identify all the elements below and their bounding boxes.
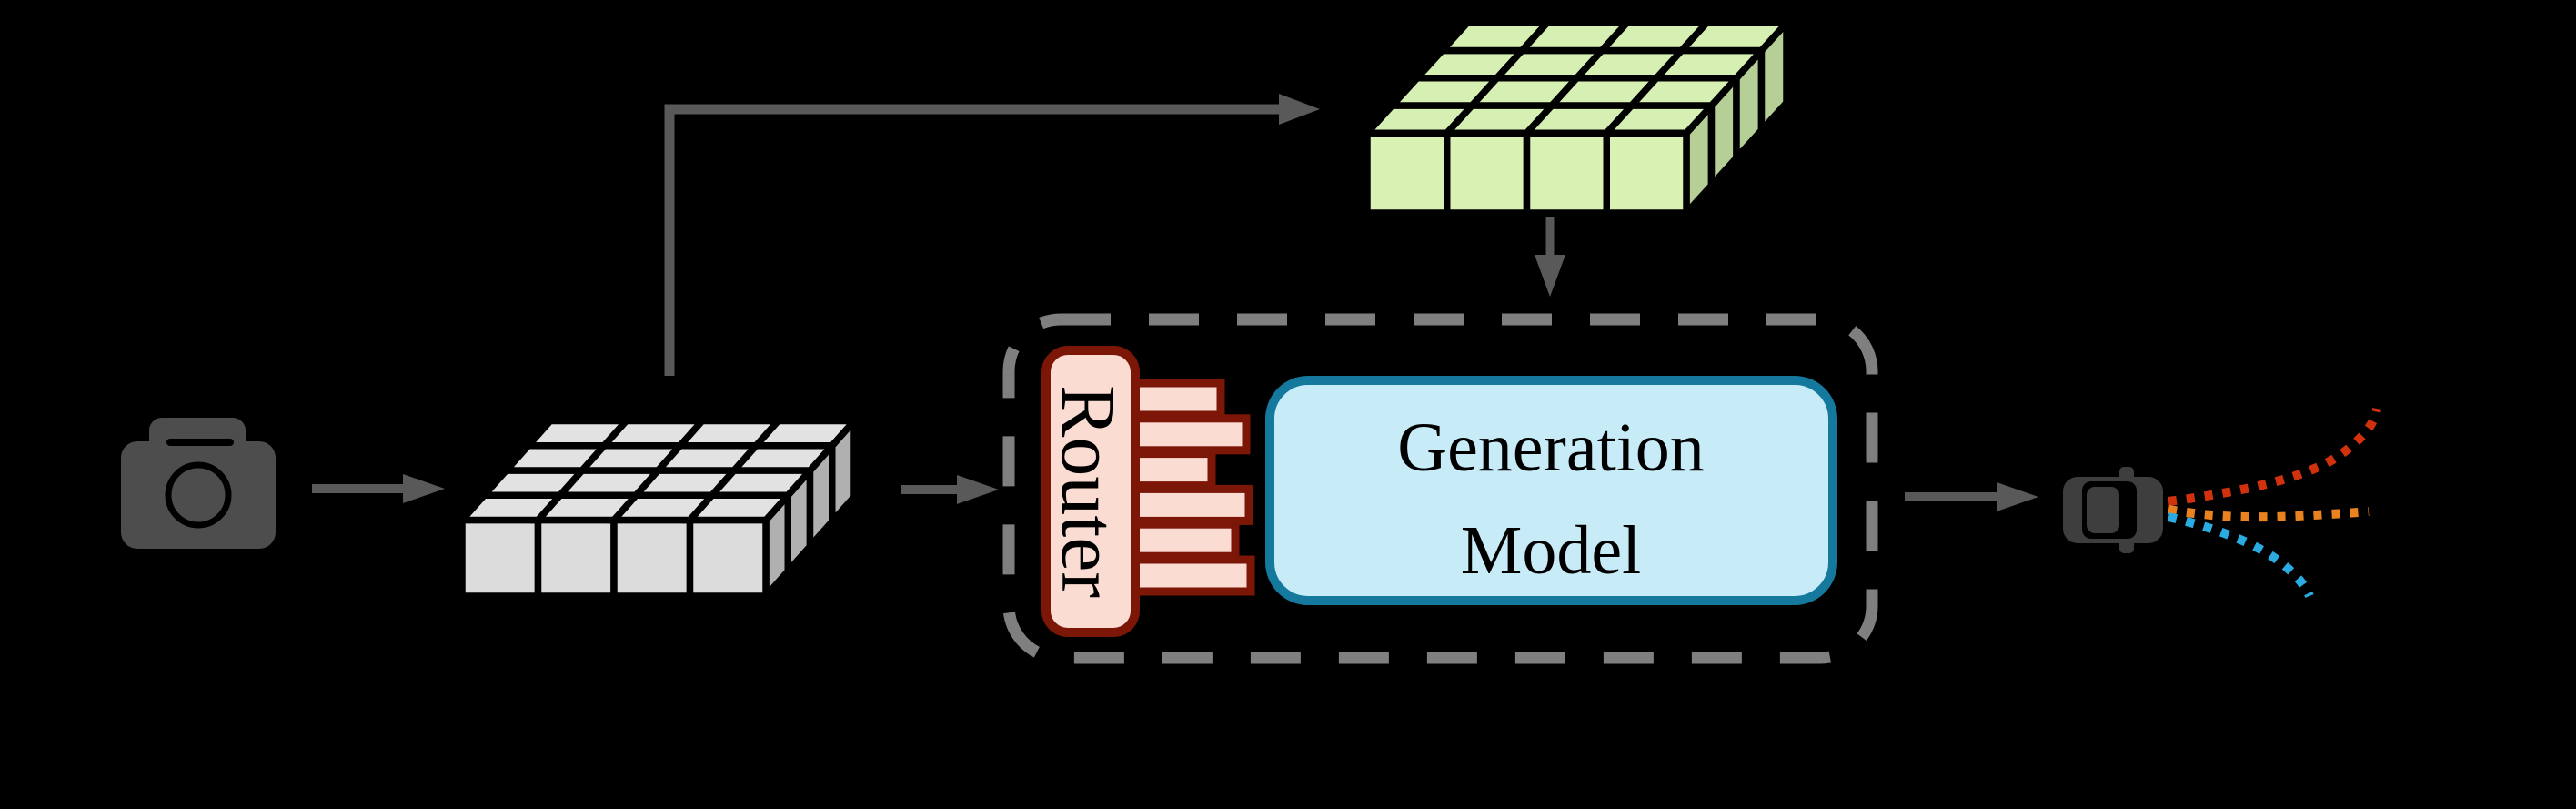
token-cube-face [534, 516, 618, 600]
token-cube-face [1603, 129, 1690, 217]
generation-model-label-line1: Generation [1397, 410, 1705, 486]
arrow-box-to-car [1905, 482, 2038, 511]
camera-icon [121, 418, 276, 549]
router-score-bar [1114, 555, 1255, 596]
dashed-container-box [1002, 313, 1878, 664]
arrow-tokens-to-green-grid [664, 94, 1320, 376]
token-cube-face [748, 417, 862, 450]
token-cube-face [686, 516, 770, 600]
blue-trajectory [2167, 512, 2314, 599]
generation-model-box: Generation Model [1265, 376, 1837, 605]
token-cube-face [1523, 129, 1610, 217]
token-grid-gray [454, 411, 862, 605]
router-label: Router [1045, 385, 1132, 598]
token-cube-face [458, 516, 542, 600]
router-box: Router [1041, 346, 1140, 637]
generation-model-label-line2: Model [1461, 512, 1641, 589]
orange-trajectory [2168, 505, 2370, 522]
token-cube-face [610, 516, 694, 600]
camera-slit [166, 439, 234, 446]
arrow-camera-to-tokens [312, 474, 445, 503]
arrow-tokens-to-box [901, 475, 999, 504]
token-cube-face [682, 491, 796, 524]
camera-lens [165, 461, 232, 529]
red-trajectory [2168, 407, 2381, 506]
token-cube-face [1674, 19, 1795, 55]
token-cube-face [726, 442, 840, 474]
token-cube-face [1444, 129, 1531, 217]
token-grid-green [1359, 14, 1795, 222]
router-score-bar [1114, 414, 1251, 455]
arrow-green-grid-to-box [1535, 217, 1565, 297]
token-cube-face [704, 467, 818, 499]
token-cube-face [1363, 129, 1451, 217]
trajectories [2167, 407, 2381, 599]
car-roof [2087, 487, 2119, 533]
car-icon [2063, 467, 2163, 553]
